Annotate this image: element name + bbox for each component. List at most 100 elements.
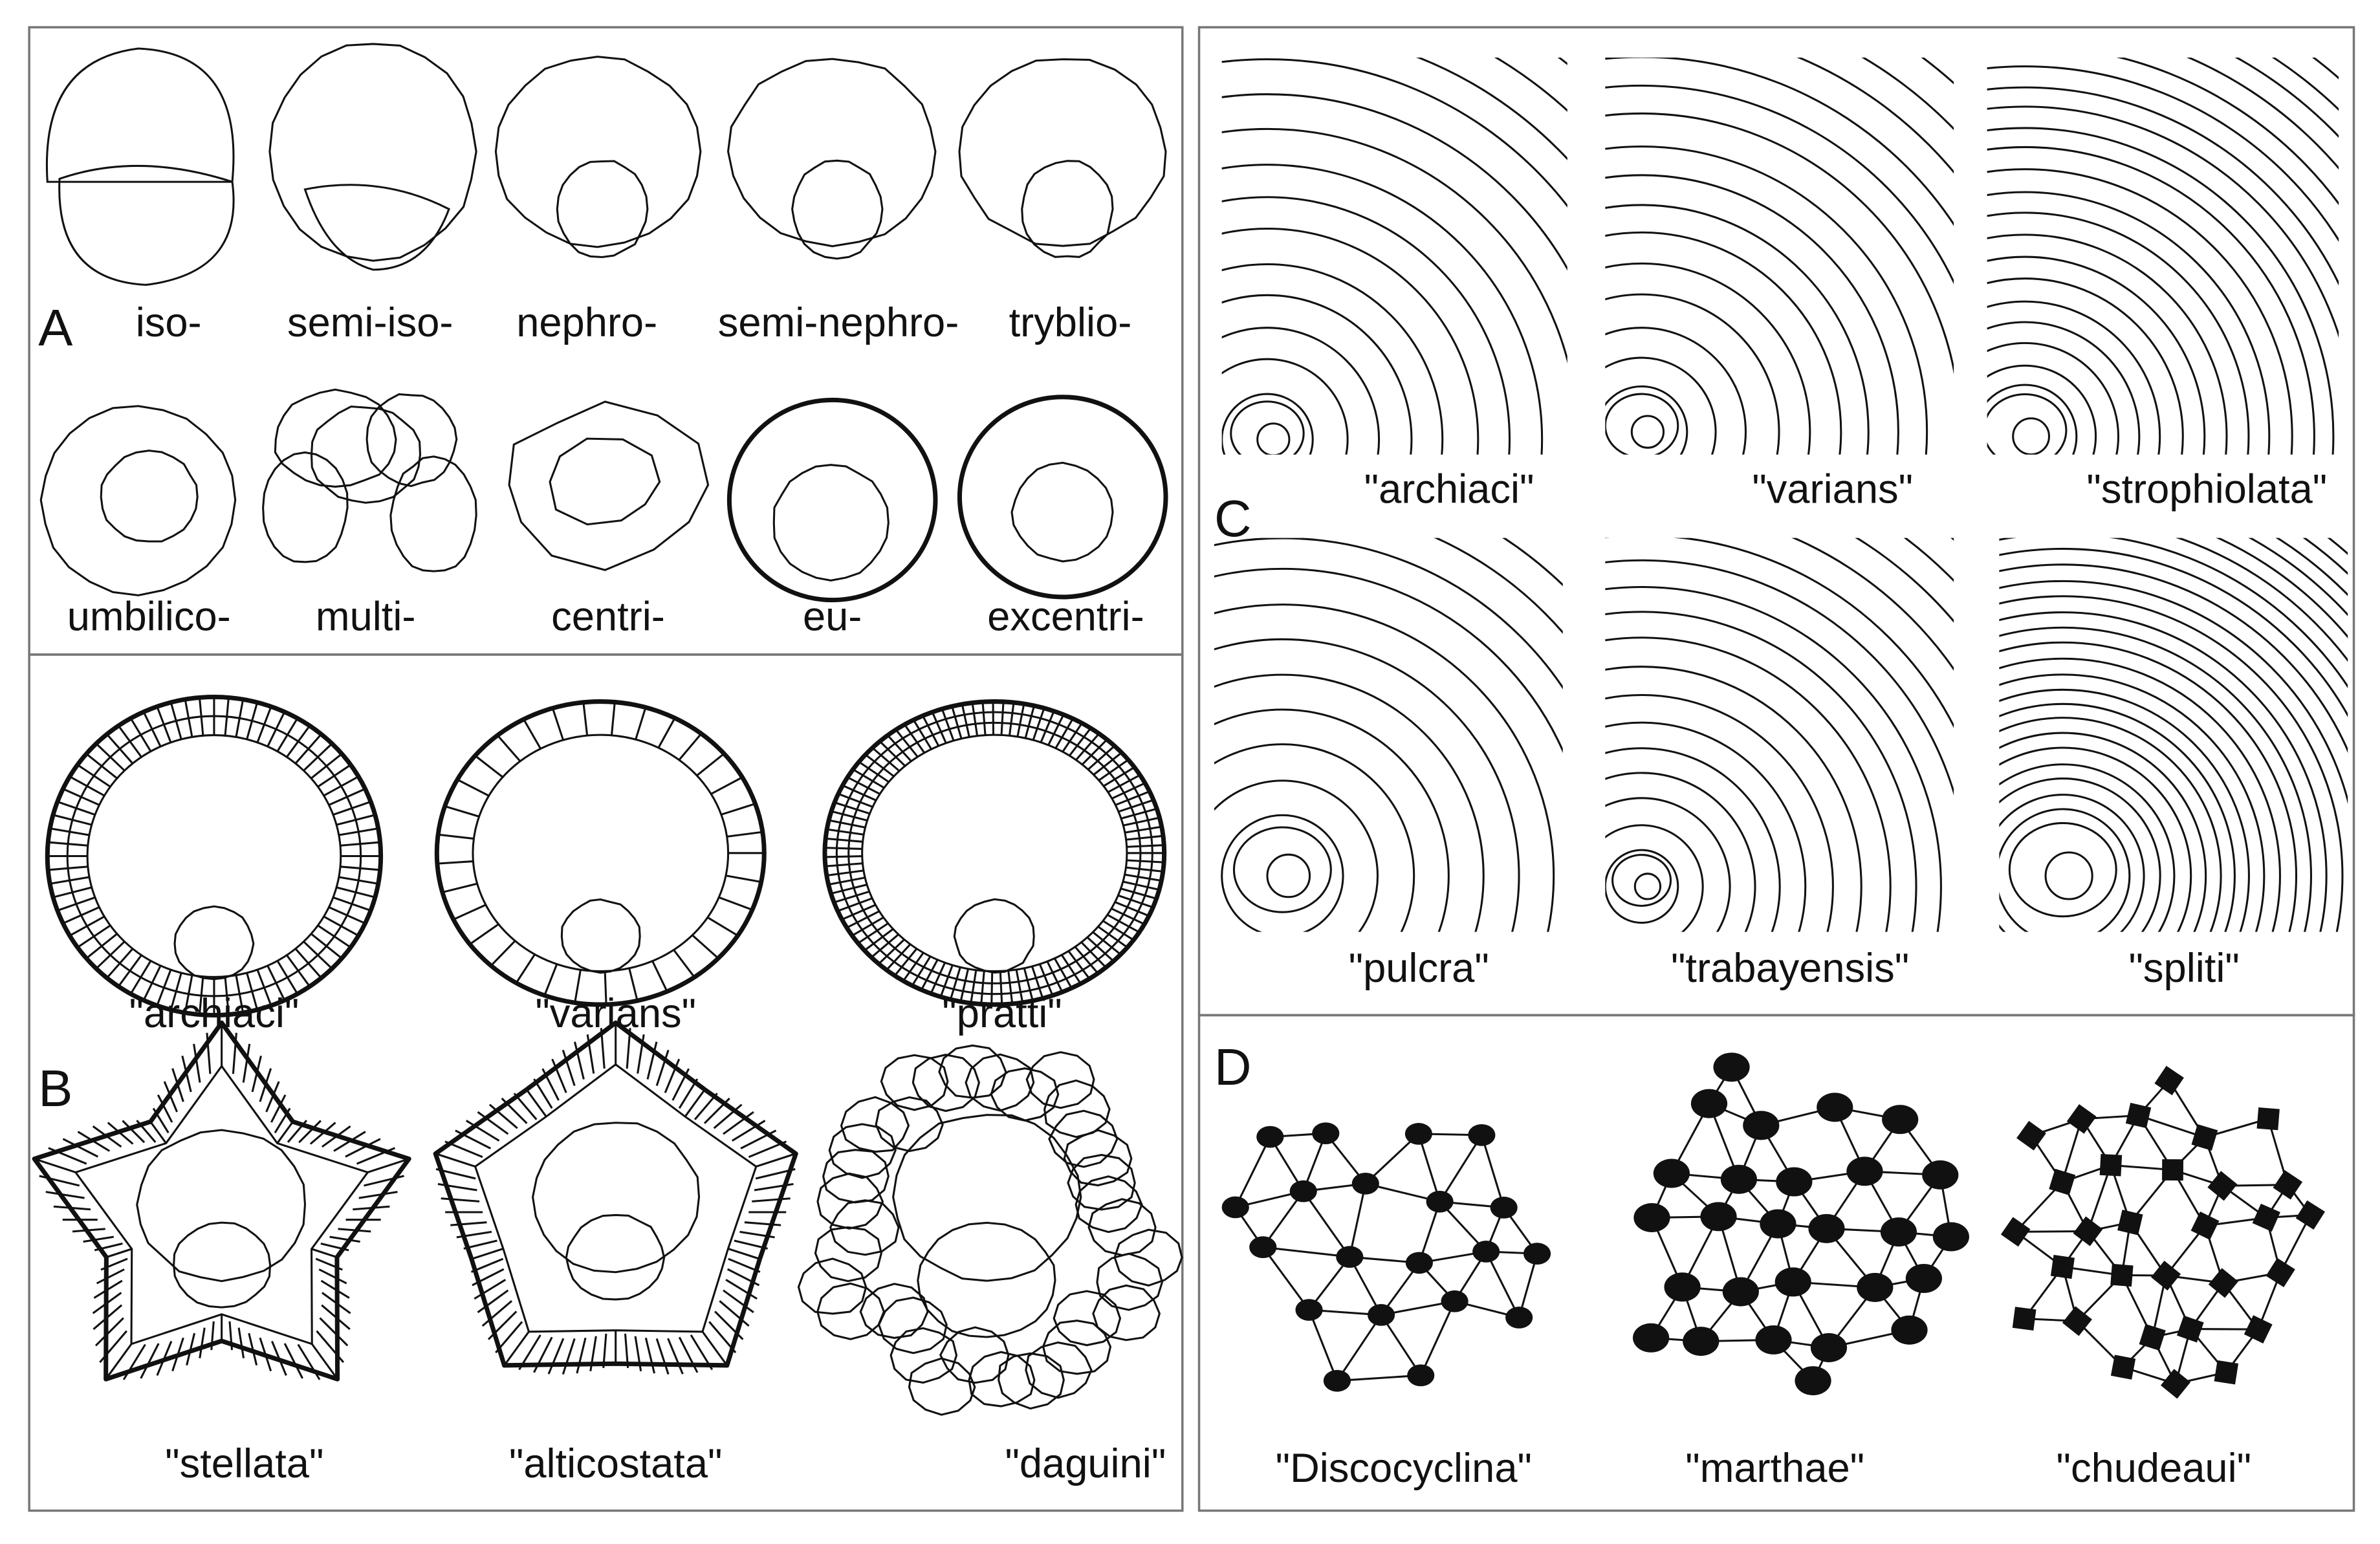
- network-marthae-pillar: [1857, 1272, 1894, 1302]
- shape-b-daguini-chamber: [1063, 1129, 1133, 1187]
- network-marthae-pillar: [1633, 1323, 1670, 1353]
- shape-b-pratti-septum: [951, 706, 963, 739]
- shape-b-stellata-septum: [345, 1138, 381, 1158]
- shape-b-archiaci-septum: [256, 706, 272, 743]
- shape-b-pratti-septum: [871, 933, 899, 959]
- shape-b-stellata-septum: [265, 1081, 280, 1113]
- arcs-strophiolata-arc: [1987, 364, 2097, 455]
- network-marthae-pillar: [1690, 1089, 1728, 1118]
- network-chudeaui-pillar: [2110, 1354, 2136, 1380]
- network-discocyclina-link: [1380, 1314, 1422, 1376]
- network-chudeaui-pillar: [2273, 1169, 2303, 1200]
- shape-b-archiaci-septum: [156, 706, 172, 743]
- shape-b-daguini-chamber: [859, 1283, 929, 1339]
- shape-b-archiaci-septum: [340, 841, 380, 847]
- shape-b-alticostata-septum: [646, 1041, 658, 1080]
- arcs-pulcra-arc: [1214, 779, 1379, 932]
- shape-b-pratti-septum: [1081, 739, 1108, 766]
- network-discocyclina-pillar: [1295, 1299, 1323, 1321]
- network-marthae-pillar: [1817, 1093, 1853, 1122]
- shape-b-varians-septum: [604, 971, 607, 1005]
- arcs-spliti-arc: [1999, 563, 2348, 754]
- network-marthae-pillar: [1891, 1315, 1928, 1345]
- shape-b-pratti-septum: [1122, 816, 1160, 827]
- shape-b-varians-septum: [657, 717, 676, 748]
- shape-b-pratti-septum: [1016, 703, 1025, 737]
- shape-b-stellata-septum: [171, 1337, 184, 1372]
- arcs-spliti-arc: [1556, 369, 2380, 1382]
- shape-b-archiaci-septum: [85, 933, 118, 959]
- shape-b-alticostata-septum: [456, 1230, 492, 1239]
- shape-b-varians-septum: [442, 882, 478, 893]
- shape-b-alticostata-septum: [755, 1168, 796, 1180]
- shape-b-archiaci-septum: [328, 906, 366, 924]
- shape-b-pratti-septum: [1087, 745, 1115, 770]
- arcs-varians-arc: [1605, 113, 1954, 375]
- shape-b-stellata-septum: [316, 1330, 345, 1364]
- shape-b-stellata-septum: [93, 1279, 123, 1299]
- shape-b-archiaci-septum: [69, 915, 105, 937]
- shape-b-archiaci-septum: [235, 975, 245, 1014]
- shape-b-alticostata-septum: [693, 1093, 718, 1120]
- shape-b-stellata-septum: [321, 1292, 351, 1314]
- network-discocyclina-pillar: [1249, 1236, 1277, 1259]
- shape-b-varians-septum: [490, 940, 516, 966]
- shape-eu-inner: [772, 464, 890, 582]
- shape-b-stellata-septum: [315, 1257, 343, 1271]
- shape-b-alticostata-septum: [513, 1093, 538, 1120]
- shape-b-alticostata-septum: [602, 1333, 607, 1368]
- shape-b-stellata-septum: [287, 1120, 308, 1143]
- shape-b-alticostata-septum: [728, 1257, 761, 1273]
- shape-b-archiaci-septum: [52, 886, 93, 898]
- shape-b-pratti-septum: [999, 971, 1003, 1005]
- network-chudeaui: [2000, 1065, 2326, 1399]
- shape-b-alticostata-septum: [450, 1221, 487, 1226]
- shape-b-pratti-septum: [1054, 718, 1074, 749]
- network-discocyclina-link: [1518, 1253, 1538, 1318]
- network-chudeaui-pillar: [2154, 1065, 2184, 1096]
- network-discocyclina-link: [1439, 1135, 1483, 1202]
- network-chudeaui-pillar: [2099, 1154, 2123, 1177]
- arcs-trabayensis-arc: [1605, 538, 1954, 728]
- network-discocyclina-pillar: [1405, 1252, 1433, 1274]
- arcs-strophiolata-arc: [1987, 168, 2293, 455]
- shape-b-archiaci-septum: [340, 865, 380, 871]
- shape-b-pratti-septum: [904, 724, 926, 754]
- network-marthae-pillar: [1760, 1209, 1796, 1239]
- shape-b-pratti-septum: [961, 704, 970, 737]
- arcs-spliti-arc: [1999, 641, 2297, 932]
- network-marthae-pillar: [1683, 1327, 1719, 1356]
- arcs-pulcra: [1214, 538, 1563, 932]
- shape-b-daguini-chamber: [1025, 1341, 1093, 1399]
- shape-b-pratti-septum: [1098, 759, 1129, 781]
- shape-b-archiaci-septum: [117, 954, 142, 987]
- shape-b-archiaci-septum: [48, 865, 88, 871]
- shape-b-alticostata-septum: [576, 1337, 587, 1374]
- arcs-trabayensis-arc: [1605, 824, 1704, 932]
- network-discocyclina-pillar: [1468, 1124, 1496, 1146]
- network-discocyclina-link: [1234, 1136, 1271, 1208]
- shape-b-archiaci-septum: [77, 924, 111, 948]
- arcs-archiaci: [1221, 58, 1567, 455]
- arcs-trabayensis: [1605, 538, 1954, 932]
- shape-b-daguini-chamber: [939, 1326, 1010, 1384]
- network-chudeaui-pillar: [2049, 1168, 2076, 1195]
- network-discocyclina-pillar: [1256, 1125, 1284, 1148]
- shape-b-stellata-septum: [94, 1317, 124, 1347]
- network-chudeaui-pillar: [2256, 1107, 2280, 1131]
- network-chudeaui-pillar: [2191, 1124, 2218, 1151]
- shape-b-alticostata-septum: [664, 1058, 681, 1093]
- shape-b-pratti-septum: [833, 890, 870, 904]
- shape-b-varians-ring: [472, 734, 730, 973]
- shape-b-pratti-septum: [1120, 807, 1157, 820]
- network-discocyclina-link: [1262, 1246, 1310, 1310]
- arcs-varians-arc: [1605, 146, 1928, 455]
- shape-b-stellata-septum: [92, 1125, 122, 1148]
- arcs-strophiolata-arc: [1987, 342, 2119, 455]
- shape-b-pratti-septum: [1124, 873, 1162, 882]
- arcs-spliti-arc: [1999, 702, 2236, 932]
- shape-b-daguini-chamber: [912, 1054, 981, 1113]
- shape-b-archiaci-septum: [224, 697, 230, 736]
- shape-b-alticostata-septum: [533, 1336, 553, 1373]
- arcs-spliti-arc: [1999, 611, 2328, 932]
